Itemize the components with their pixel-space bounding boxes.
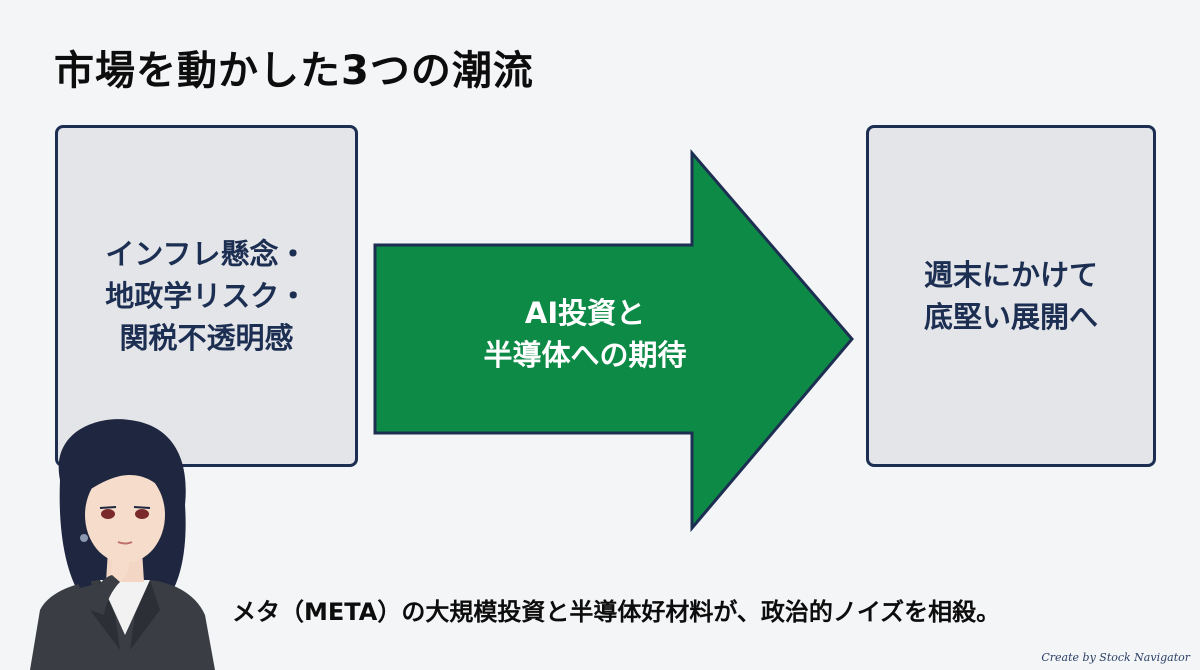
- cause-box: インフレ懸念・ 地政学リスク・ 関税不透明感: [55, 125, 358, 467]
- credit-text: Create by Stock Navigator: [1041, 651, 1190, 664]
- result-text: 週末にかけて 底堅い展開へ: [924, 254, 1098, 338]
- result-line: 底堅い展開へ: [923, 300, 1098, 334]
- cause-line: 地政学リスク・: [105, 278, 308, 313]
- page-title: 市場を動かした3つの潮流: [54, 48, 534, 94]
- caption-text: メタ（META）の大規模投資と半導体好材料が、政治的ノイズを相殺。: [232, 598, 1001, 626]
- result-line: 週末にかけて: [923, 257, 1098, 292]
- flow-arrow-shape: [373, 148, 854, 533]
- cause-text: インフレ懸念・ 地政学リスク・ 関税不透明感: [105, 233, 307, 359]
- arrow-line: 半導体への期待: [483, 338, 687, 373]
- cause-line: インフレ懸念・: [105, 236, 308, 271]
- businesswoman-avatar-icon: [30, 419, 215, 670]
- arrow-text: AI投資と 半導体への期待: [400, 292, 770, 376]
- cause-line: 関税不透明感: [119, 321, 294, 356]
- result-box: 週末にかけて 底堅い展開へ: [866, 125, 1156, 467]
- arrow-line: AI投資と: [524, 296, 646, 330]
